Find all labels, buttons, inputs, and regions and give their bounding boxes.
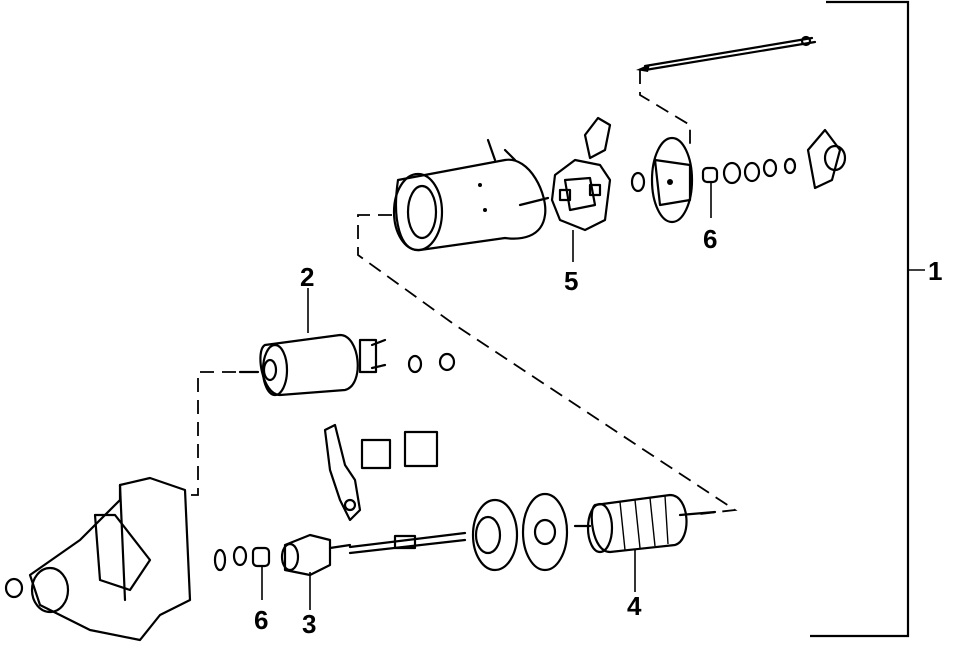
drive-end-housing bbox=[28, 476, 192, 642]
callout-6-upper: 6 bbox=[703, 224, 717, 254]
drive-bushing bbox=[251, 546, 271, 568]
assembly-bracket bbox=[810, 0, 925, 638]
through-bolt bbox=[636, 35, 817, 72]
drive-end-shield bbox=[521, 492, 569, 572]
armature-shaft bbox=[348, 531, 467, 555]
upper-bushing bbox=[701, 166, 719, 184]
callout-5: 5 bbox=[564, 266, 578, 296]
lever-bracket bbox=[360, 430, 439, 470]
drive-pinion-clutch bbox=[280, 533, 352, 577]
brush-holder-assembly bbox=[518, 116, 612, 232]
drive-washer bbox=[232, 545, 248, 567]
drive-snap-ring bbox=[213, 548, 227, 572]
callout-4: 4 bbox=[627, 591, 642, 621]
housing-nut bbox=[4, 577, 24, 599]
callout-1: 1 bbox=[928, 256, 942, 286]
callout-2: 2 bbox=[300, 262, 314, 292]
upper-washer bbox=[630, 171, 646, 193]
end-cover-plate bbox=[806, 128, 847, 190]
solenoid-nut-washer bbox=[407, 352, 456, 374]
intermediate-bearing bbox=[471, 498, 519, 572]
upper-seal-rings bbox=[722, 157, 797, 185]
callout-3: 3 bbox=[302, 609, 316, 639]
armature bbox=[573, 493, 717, 554]
shift-lever bbox=[323, 423, 362, 522]
callout-6-lower: 6 bbox=[254, 605, 268, 635]
solenoid-switch bbox=[238, 333, 387, 397]
assembly-dashed-lines bbox=[185, 70, 738, 515]
field-frame-housing bbox=[392, 138, 547, 252]
commutator-end-frame bbox=[650, 136, 694, 224]
